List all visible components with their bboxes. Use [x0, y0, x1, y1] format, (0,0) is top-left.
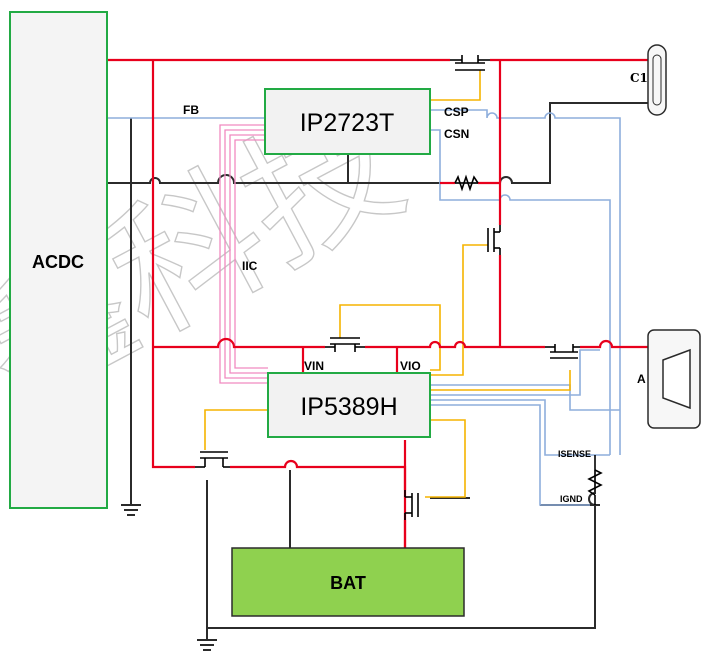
control-wires — [204, 70, 571, 498]
mosfet-port-a — [545, 344, 580, 359]
ip5389h-chip: IP5389H — [267, 372, 431, 438]
ground-symbol-left — [121, 504, 141, 516]
ip5389h-label: IP5389H — [300, 393, 397, 421]
fb-label: FB — [183, 103, 199, 117]
isense-label: ISENSE — [558, 449, 591, 459]
battery-label: BAT — [330, 573, 366, 593]
ip2723t-chip: IP2723T — [264, 88, 431, 155]
sense-wires — [107, 109, 621, 506]
vio-label: VIO — [400, 359, 421, 373]
acdc-label: ACDC — [32, 252, 84, 272]
c1-label: C1 — [630, 71, 648, 85]
csn-label: CSN — [444, 127, 469, 141]
mosfet-acdc — [195, 451, 230, 468]
ip2723t-label: IP2723T — [300, 109, 395, 137]
ground-symbol-bottom — [197, 628, 217, 651]
mosfet-vin — [325, 337, 365, 352]
mosfet-top — [450, 55, 490, 71]
csp-label: CSP — [444, 105, 469, 119]
vin-label: VIN — [304, 359, 324, 373]
usb-a-port: A — [637, 329, 701, 429]
power-wires — [107, 58, 648, 548]
mosfet-vbus — [487, 225, 501, 255]
iic-bus — [219, 124, 268, 384]
battery-block: BAT — [231, 547, 465, 617]
ignd-label: IGND — [560, 494, 583, 504]
a-port-label: A — [637, 372, 646, 386]
acdc-block: ACDC — [9, 11, 108, 509]
iic-label: IIC — [242, 259, 258, 273]
sense-resistor-top — [454, 174, 479, 192]
usb-c-port: C1 — [630, 44, 667, 116]
mosfet-bat — [404, 490, 419, 520]
sense-resistor-bottom — [587, 455, 603, 505]
